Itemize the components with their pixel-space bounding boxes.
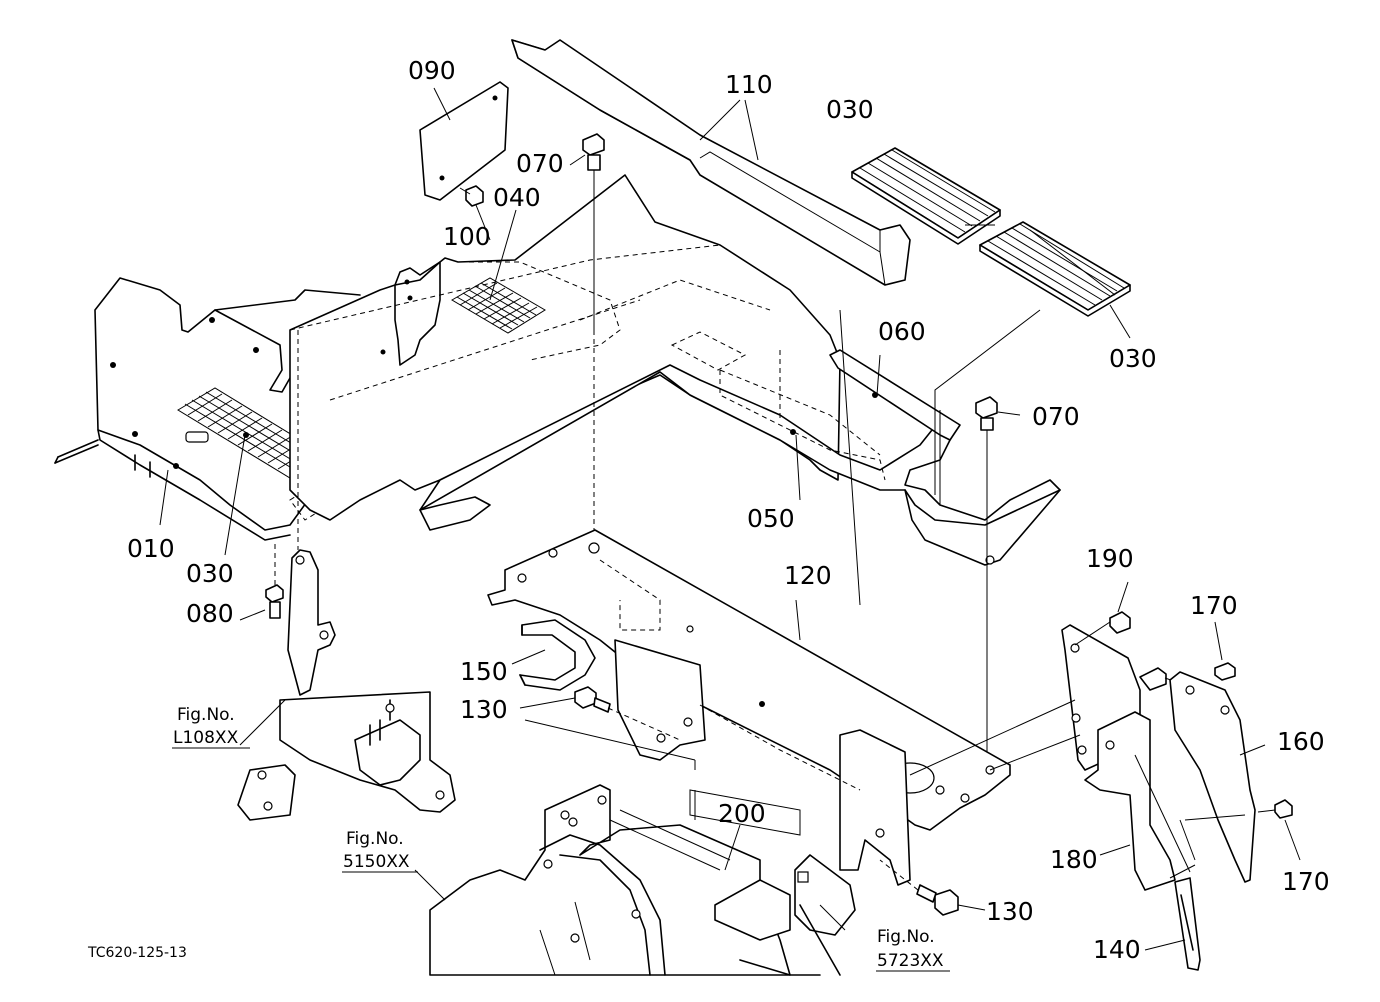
lever-140 <box>1134 754 1201 971</box>
label-190: 190 <box>1086 544 1134 573</box>
label-030-upper: 030 <box>826 95 874 124</box>
label-170-lower: 170 <box>1282 867 1330 896</box>
label-110: 110 <box>725 70 773 99</box>
label-180: 180 <box>1050 845 1098 874</box>
label-070-lower: 070 <box>1032 402 1080 431</box>
label-060: 060 <box>878 317 926 346</box>
figure-ref-prefix: Fig.No. <box>177 705 235 725</box>
label-030-right: 030 <box>1109 344 1157 373</box>
label-090: 090 <box>408 56 456 85</box>
bolt-070-upper <box>582 133 605 330</box>
label-100: 100 <box>443 222 491 251</box>
figure-ref-number: 5150XX <box>343 852 410 872</box>
floor-tray-050 <box>419 350 1061 566</box>
bracket-160 <box>1169 662 1293 883</box>
label-170-upper: 170 <box>1190 591 1238 620</box>
housing-5150xx <box>429 719 801 976</box>
figure-ref-prefix: Fig.No. <box>346 829 404 849</box>
leader-lines <box>159 87 1301 951</box>
label-160: 160 <box>1277 727 1325 756</box>
figure-ref-number: 5723XX <box>877 951 944 971</box>
label-050: 050 <box>747 504 795 533</box>
bolt-130-upper <box>574 686 681 741</box>
figure-ref-l108xx: Fig.No. L108XX <box>172 705 250 749</box>
label-200: 200 <box>718 799 766 828</box>
screw-100 <box>459 185 484 207</box>
guide-lines <box>593 170 1246 879</box>
label-030-left: 030 <box>186 559 234 588</box>
figure-ref-5723xx: Fig.No. 5723XX <box>876 927 950 972</box>
label-120: 120 <box>784 561 832 590</box>
grip-mat-030-lower <box>979 221 1131 317</box>
bracket-l108xx <box>237 549 456 821</box>
label-010: 010 <box>127 534 175 563</box>
label-130-lower: 130 <box>986 897 1034 926</box>
center-floor-040 <box>289 174 881 521</box>
cover-plate-090 <box>419 81 509 201</box>
floor-plate-010 <box>54 277 361 541</box>
bracket-5723xx <box>739 854 856 976</box>
figure-ref-number: L108XX <box>173 728 239 748</box>
label-140: 140 <box>1093 935 1141 964</box>
u-clip-150 <box>519 619 596 691</box>
grip-mat-030-upper <box>851 147 1001 245</box>
figure-ref-prefix: Fig.No. <box>877 927 935 947</box>
label-040: 040 <box>493 183 541 212</box>
drawing-code: TC620-125-13 <box>87 945 187 961</box>
label-150: 150 <box>460 657 508 686</box>
figure-ref-5150xx: Fig.No. 5150XX <box>342 829 418 873</box>
step-cover-110 <box>511 39 911 286</box>
label-070-upper: 070 <box>516 149 564 178</box>
bolt-080 <box>265 330 299 619</box>
main-bracket-120 <box>487 529 1011 886</box>
label-080: 080 <box>186 599 234 628</box>
label-130-upper: 130 <box>460 695 508 724</box>
bolt-070-lower <box>975 396 998 770</box>
bolt-130-lower <box>879 859 959 916</box>
side-bar-060 <box>829 349 961 441</box>
